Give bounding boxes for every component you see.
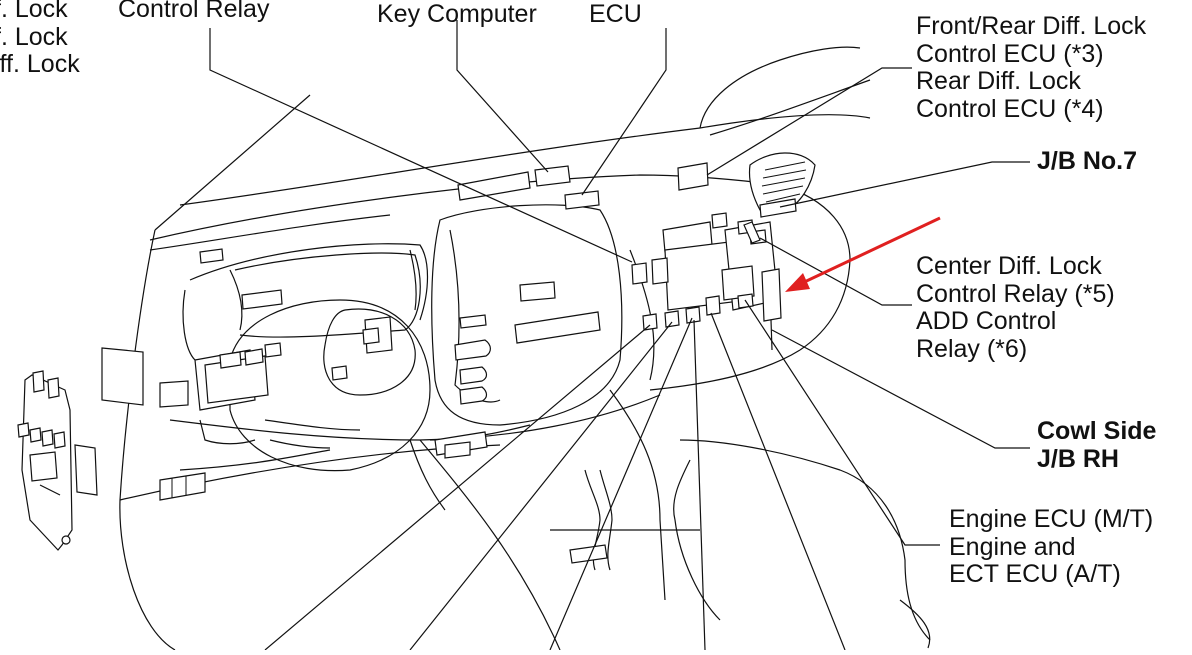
dashboard-outline	[101, 46, 931, 651]
label-line: Key Computer	[377, 0, 537, 28]
label-ecu: ECU	[589, 0, 642, 29]
label-cowl-side-jb-rh: Cowl Side J/B RH	[1037, 417, 1157, 473]
label-topleft-diff-lock: f. Lock f. Lock iff. Lock	[0, 0, 80, 79]
label-line: Cowl Side	[1037, 417, 1157, 445]
label-front-rear-diff-lock-ecu: Front/Rear Diff. Lock Control ECU (*3) R…	[916, 12, 1147, 123]
label-line: f. Lock	[0, 22, 68, 51]
label-line: Control Relay	[118, 0, 270, 23]
arrow-head	[785, 273, 810, 292]
arrow-shaft	[797, 216, 941, 287]
label-line: iff. Lock	[0, 50, 80, 78]
cowl-side-module	[17, 370, 98, 551]
label-engine-ecu: Engine ECU (M/T) Engine and ECT ECU (A/T…	[949, 505, 1154, 589]
label-line: Control ECU (*3)	[916, 39, 1104, 68]
label-line: Engine ECU (M/T)	[949, 505, 1154, 533]
label-line: J/B No.7	[1037, 147, 1138, 175]
label-line: ECT ECU (A/T)	[949, 560, 1121, 588]
components	[199, 162, 797, 404]
label-key-computer: Key Computer	[377, 0, 537, 29]
label-line: f. Lock	[0, 0, 68, 23]
leader-lines	[209, 20, 1030, 651]
label-line: Relay (*6)	[916, 334, 1028, 363]
label-line: ECU	[589, 0, 642, 28]
label-line: J/B RH	[1037, 444, 1119, 473]
label-line: Control Relay (*5)	[916, 279, 1115, 308]
label-line: Engine and	[949, 532, 1076, 561]
label-control-relay: Control Relay	[118, 0, 269, 24]
label-center-diff-lock-relay: Center Diff. Lock Control Relay (*5) ADD…	[916, 252, 1115, 363]
label-line: Rear Diff. Lock	[916, 67, 1081, 95]
label-line: ADD Control	[916, 307, 1057, 335]
label-line: Center Diff. Lock	[916, 252, 1102, 280]
label-line: Front/Rear Diff. Lock	[916, 12, 1147, 40]
highlight-arrow	[785, 216, 941, 292]
label-line: Control ECU (*4)	[916, 94, 1104, 123]
label-jb-no7: J/B No.7	[1037, 147, 1138, 176]
